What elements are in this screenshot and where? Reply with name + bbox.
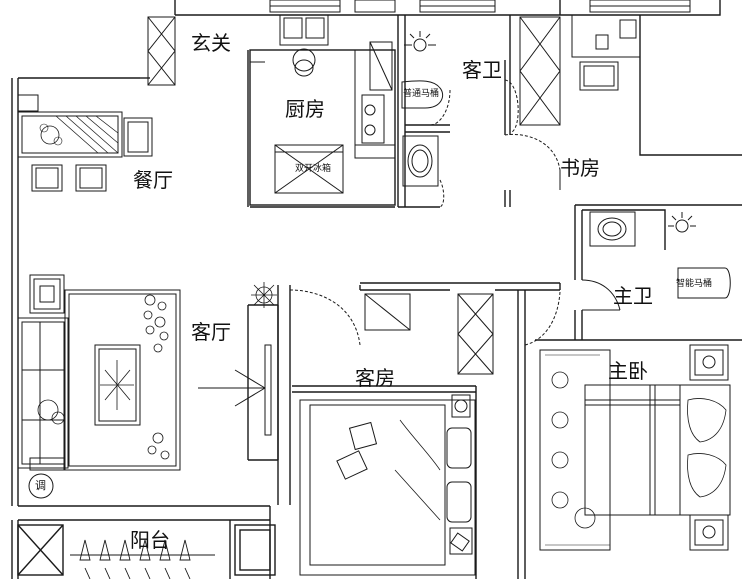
ac-unit-label: 调 — [35, 479, 46, 492]
dining-set — [17, 94, 153, 192]
fixture-label-toilet-smart: 智能马桶 — [676, 279, 713, 289]
room-label-guest-bath: 客卫 — [462, 58, 502, 82]
kitchen-sink — [279, 14, 329, 77]
room-label-kitchen: 厨房 — [285, 97, 325, 121]
guest-bath-toilet — [401, 80, 444, 109]
room-label-guest-room: 客房 — [355, 366, 395, 390]
doors — [250, 61, 621, 346]
ac-unit — [28, 473, 54, 499]
room-label-entrance: 玄关 — [191, 31, 231, 55]
room-label-balcony: 阳台 — [130, 528, 170, 552]
guest-bed — [299, 394, 476, 576]
wardrobe-guest — [364, 293, 494, 375]
walls — [11, 0, 742, 579]
fridge — [274, 144, 344, 194]
room-label-master-bath: 主卫 — [613, 284, 653, 308]
windows — [269, 0, 691, 13]
guest-bath-shower — [404, 31, 436, 52]
sofa — [17, 274, 69, 471]
kitchen-counter — [354, 49, 396, 159]
living-rug — [64, 289, 181, 471]
wardrobe-entrance — [147, 16, 176, 86]
master-bath-fixtures — [589, 211, 731, 299]
balcony-items — [70, 539, 215, 579]
room-label-master-bedroom: 主卧 — [608, 359, 648, 383]
fixture-label-toilet-regular: 普通马桶 — [403, 89, 440, 99]
tv-unit — [198, 344, 272, 436]
cabinet-kitchen — [369, 41, 393, 91]
wardrobe-study — [519, 16, 561, 126]
fixture-label-fridge: 双开冰箱 — [295, 164, 332, 174]
master-bed — [539, 344, 731, 551]
room-label-living: 客厅 — [191, 320, 231, 344]
guest-bath-basin — [402, 135, 439, 187]
study-desk — [571, 14, 641, 91]
room-label-study: 书房 — [560, 156, 600, 180]
room-label-dining: 餐厅 — [133, 168, 173, 192]
plants-living — [143, 282, 277, 460]
